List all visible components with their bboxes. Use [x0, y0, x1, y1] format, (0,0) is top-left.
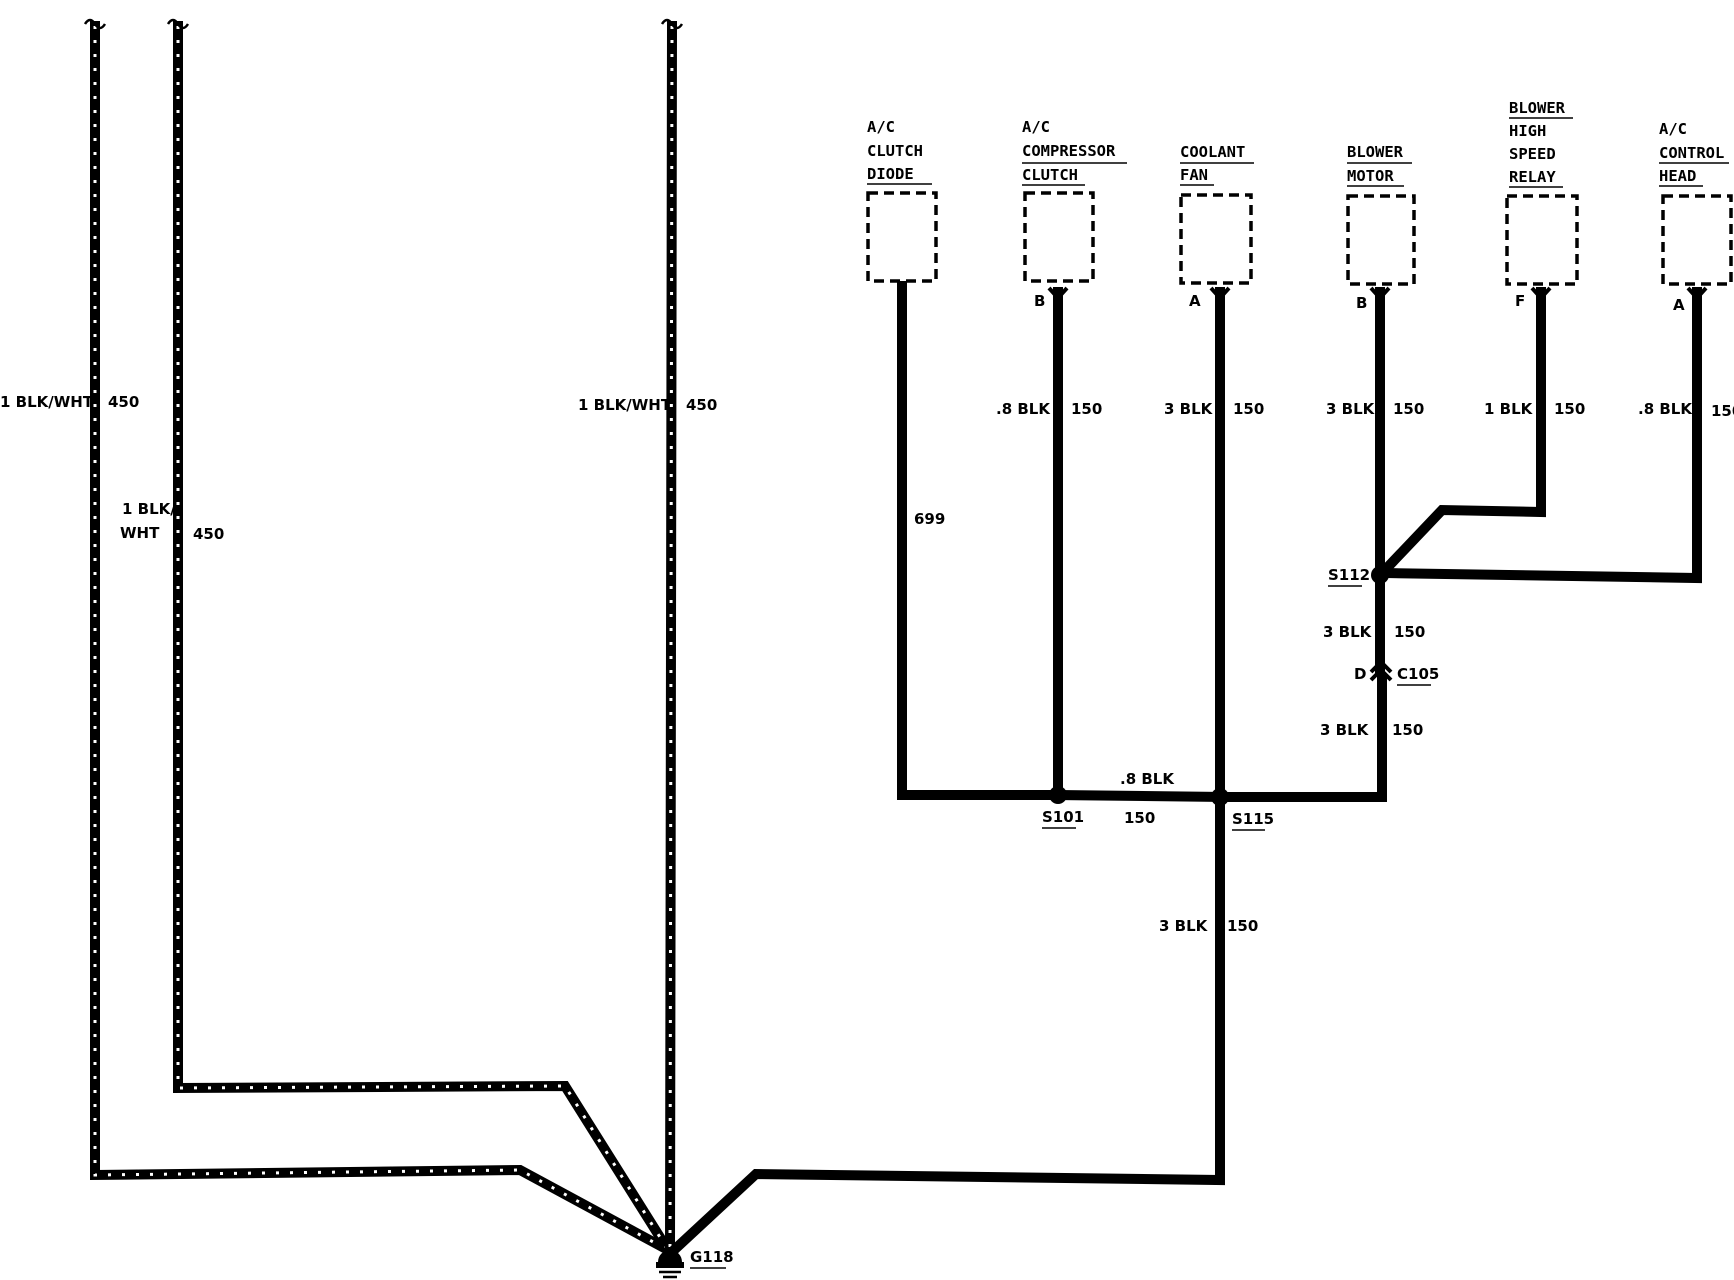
svg-text:HIGH: HIGH [1509, 122, 1546, 140]
wire-699-diode[interactable] [897, 279, 1063, 800]
svg-text:A/C: A/C [1659, 120, 1687, 138]
wire-label-s115-ground: 3 BLK [1159, 917, 1209, 935]
blower-high-speed-relay-box[interactable] [1505, 194, 1579, 286]
ac-clutch-diode-box[interactable] [866, 191, 938, 283]
svg-text:CLUTCH: CLUTCH [1022, 166, 1078, 184]
pin-label-relay: F [1515, 292, 1525, 310]
pin-label-coolant-fan: A [1189, 292, 1201, 310]
wire-circuit-relay: 150 [1554, 400, 1585, 418]
wire-150-group [666, 279, 1702, 1258]
wire-150-s101-s115[interactable] [1052, 789, 1226, 803]
wire-label-left2-line2: WHT [120, 524, 160, 542]
pin-label-compressor: B [1034, 292, 1045, 310]
component-title-coolant-fan: COOLANT FAN [1180, 143, 1254, 186]
wire-circuit-diode: 699 [914, 510, 945, 528]
splice-label-s101: S101 [1042, 808, 1084, 829]
wire-150-control[interactable] [1379, 287, 1702, 584]
splice-s112-dot[interactable] [1371, 566, 1389, 584]
wire-150-s115-c105[interactable] [1215, 675, 1387, 802]
svg-text:MOTOR: MOTOR [1347, 167, 1394, 185]
svg-text:S112: S112 [1328, 566, 1370, 584]
svg-text:A/C: A/C [867, 118, 895, 136]
component-title-ac-control-head: A/C CONTROL HEAD [1659, 120, 1729, 187]
svg-text:CONTROL: CONTROL [1659, 144, 1724, 162]
wire-circuit-left1: 450 [108, 393, 139, 411]
blower-motor-box[interactable] [1346, 194, 1416, 286]
component-title-ac-compressor-clutch: A/C COMPRESSOR CLUTCH [1022, 118, 1127, 186]
component-title-ac-clutch-diode: A/C CLUTCH DIODE [867, 118, 932, 185]
svg-text:HEAD: HEAD [1659, 167, 1696, 185]
ground-label-g118: G118 [690, 1248, 734, 1269]
svg-text:COOLANT: COOLANT [1180, 143, 1245, 161]
wire-450-middle[interactable] [664, 20, 678, 1256]
wire-label-relay: 1 BLK [1484, 400, 1534, 418]
wire-label-mid: 1 BLK/WHT [578, 396, 672, 414]
pin-label-blower-motor: B [1356, 294, 1367, 312]
svg-text:COMPRESSOR: COMPRESSOR [1022, 142, 1116, 160]
wire-circuit-c105-s115: 150 [1392, 721, 1423, 739]
wire-label-coolant: 3 BLK [1164, 400, 1214, 418]
wire-150-ground[interactable] [666, 792, 1225, 1258]
svg-text:BLOWER: BLOWER [1347, 143, 1404, 161]
svg-text:RELAY: RELAY [1509, 168, 1556, 186]
wire-circuit-s112-c105: 150 [1394, 623, 1425, 641]
svg-text:S115: S115 [1232, 810, 1274, 828]
svg-text:SPEED: SPEED [1509, 145, 1556, 163]
splice-label-s115: S115 [1232, 810, 1274, 831]
svg-text:DIODE: DIODE [867, 165, 914, 183]
component-title-blower-motor: BLOWER MOTOR [1347, 143, 1412, 187]
wire-450-group [90, 20, 678, 1257]
wire-circuit-mid: 450 [686, 396, 717, 414]
component-title-blower-high-speed-relay: BLOWER HIGH SPEED RELAY [1509, 99, 1573, 188]
pin-label-control-head: A [1673, 296, 1685, 314]
ground-icon[interactable] [656, 1250, 684, 1279]
components [866, 191, 1733, 286]
pin-terminals [1047, 286, 1708, 682]
wire-label-c105-s115: 3 BLK [1320, 721, 1370, 739]
wire-label-blower: 3 BLK [1326, 400, 1376, 418]
wire-circuit-coolant: 150 [1233, 400, 1264, 418]
splice-label-s112: S112 [1328, 566, 1370, 587]
wire-150-relay[interactable] [1377, 287, 1546, 578]
svg-text:A/C: A/C [1022, 118, 1050, 136]
splice-s101-dot[interactable] [1049, 786, 1067, 804]
wire-label-compressor: .8 BLK [996, 400, 1051, 418]
ac-control-head-box[interactable] [1661, 194, 1733, 286]
wire-circuit-compressor: 150 [1071, 400, 1102, 418]
svg-text:FAN: FAN [1180, 166, 1208, 184]
break-marks [83, 18, 684, 30]
svg-text:C105: C105 [1397, 665, 1439, 683]
svg-text:CLUTCH: CLUTCH [867, 142, 923, 160]
wire-label-left1: 1 BLK/WHT [0, 393, 94, 411]
wire-label-s101-s115: .8 BLK [1120, 770, 1175, 788]
coolant-fan-box[interactable] [1179, 193, 1253, 285]
wire-circuit-s101-s115: 150 [1124, 809, 1155, 827]
wire-circuit-left2: 450 [193, 525, 224, 543]
wire-450-second[interactable] [173, 21, 675, 1257]
svg-text:BLOWER: BLOWER [1509, 99, 1566, 117]
svg-text:G118: G118 [690, 1248, 734, 1266]
splice-s115-dot[interactable] [1211, 788, 1229, 806]
wire-label-control: .8 BLK [1638, 400, 1693, 418]
wire-circuit-control: 150 [1711, 402, 1734, 420]
ac-compressor-clutch-box[interactable] [1023, 191, 1095, 283]
pin-label-c105: D [1354, 665, 1366, 683]
wire-circuit-s115-ground: 150 [1227, 917, 1258, 935]
connector-label-c105: C105 [1397, 665, 1439, 686]
wire-label-s112-c105: 3 BLK [1323, 623, 1373, 641]
svg-text:S101: S101 [1042, 808, 1084, 826]
wire-label-left2-line1: 1 BLK/ [122, 500, 176, 518]
wire-circuit-blower: 150 [1393, 400, 1424, 418]
